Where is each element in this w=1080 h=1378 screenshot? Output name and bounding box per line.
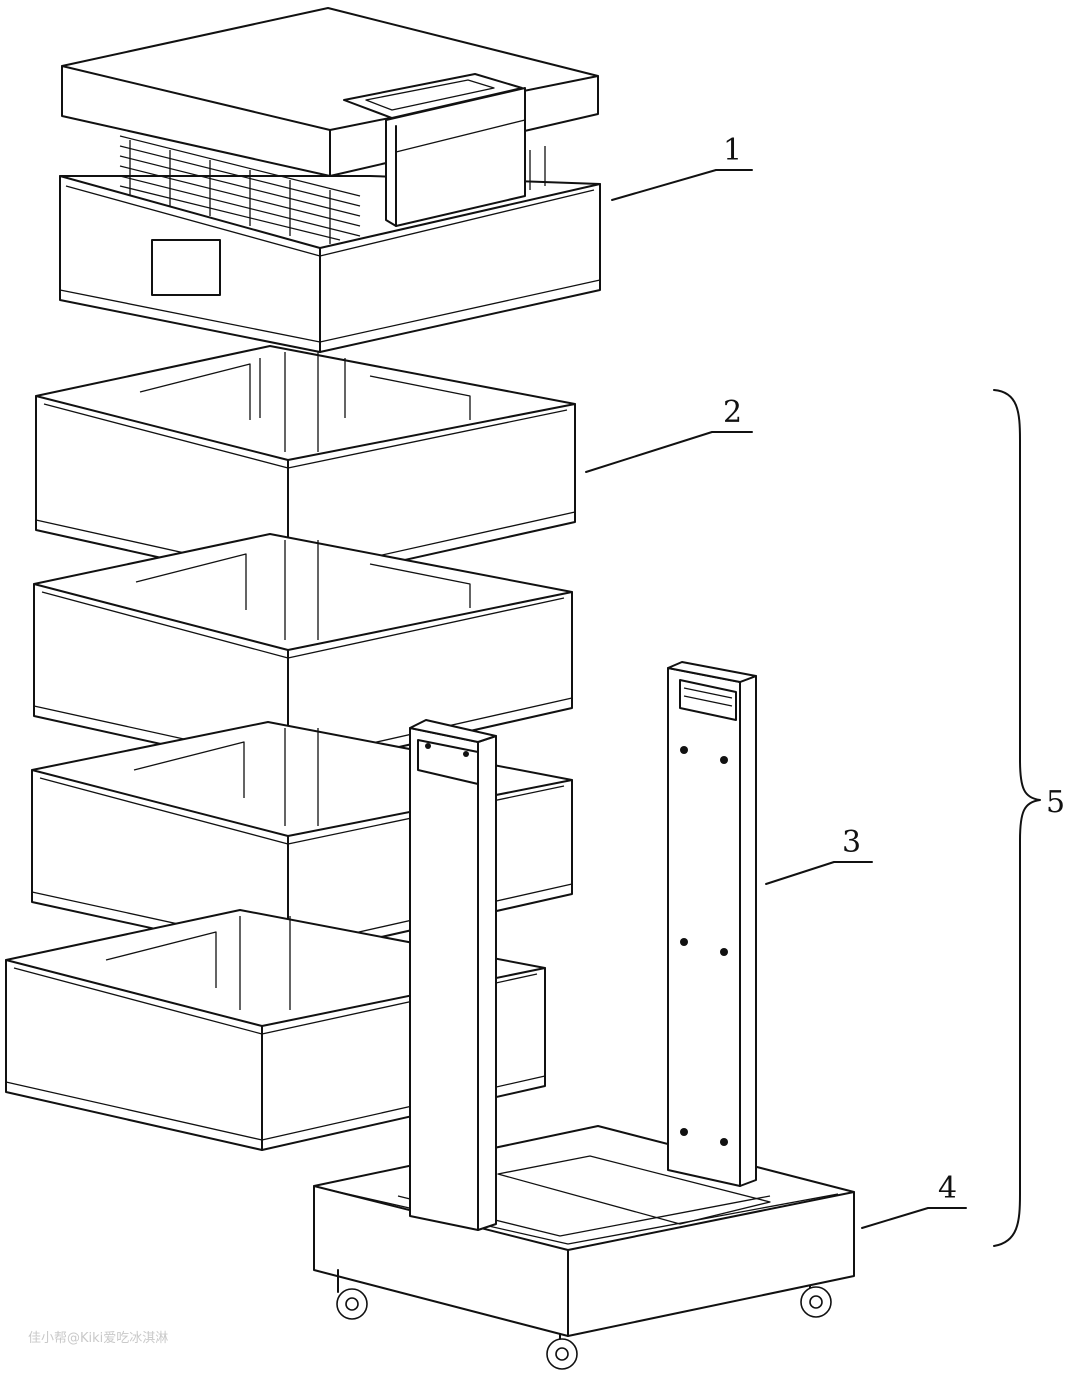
- tray-1: [35, 345, 576, 587]
- label-5: 5: [1046, 785, 1065, 820]
- leader-line-4: [861, 1207, 967, 1229]
- front-upright: [409, 719, 497, 1231]
- brace-5: [993, 389, 1041, 1247]
- display-panel: [343, 73, 523, 119]
- label-4: 4: [938, 1171, 957, 1206]
- rear-upright: [667, 661, 757, 1187]
- leader-line-3: [765, 861, 873, 885]
- leader-line-2: [585, 431, 753, 473]
- label-2: 2: [723, 395, 742, 430]
- indicator-window: [151, 239, 221, 296]
- filter-fins: [119, 135, 546, 244]
- label-1: 1: [723, 133, 742, 168]
- top-module: [59, 7, 601, 353]
- annotations: 1 2 3 4 5: [585, 133, 1065, 1247]
- leader-line-1: [611, 169, 753, 201]
- wheeled-base: [313, 1125, 855, 1370]
- caster-wheels: [336, 1269, 832, 1370]
- tray-2: [33, 533, 573, 773]
- label-3: 3: [842, 825, 861, 860]
- watermark-text: 佳小帮@Kiki爱吃冰淇淋: [28, 1330, 168, 1346]
